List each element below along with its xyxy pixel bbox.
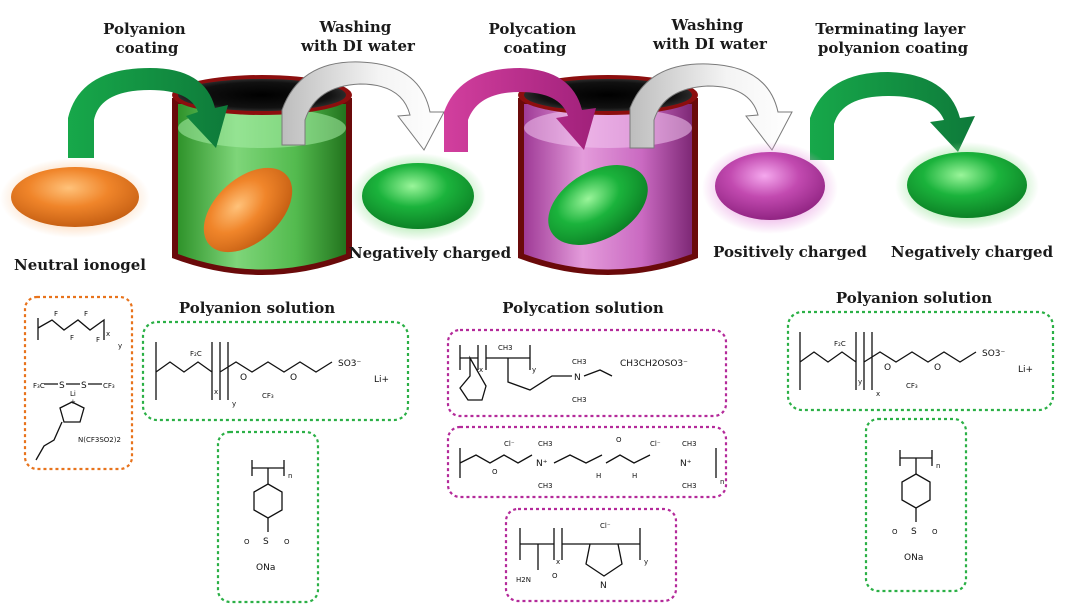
svg-text:F₂C: F₂C [190,350,202,358]
svg-text:O: O [934,363,941,373]
disc-in-beaker-green [548,165,648,245]
svg-text:N⁺: N⁺ [536,459,548,469]
svg-text:y: y [232,400,236,408]
svg-text:S: S [59,381,65,391]
svg-text:O: O [884,363,891,373]
svg-text:Cl⁻: Cl⁻ [600,522,611,530]
svg-text:CH3: CH3 [682,440,697,448]
ionogel-structure-box: F F F F x y F₃C S S CF₃ Li + N(CF3SO2)2 [23,295,134,471]
svg-text:CH3: CH3 [538,482,553,490]
svg-text:y: y [858,378,862,386]
state-negative-2-label: Negatively charged [891,243,1054,261]
polycation-structure-2: O Cl⁻ N⁺ CH3 CH3 H O H Cl⁻ N⁺ CH3 CH3 n [446,425,728,499]
svg-text:Li+: Li+ [374,375,389,385]
svg-text:H: H [632,472,637,480]
arrow-washing-2 [629,63,793,151]
svg-text:CF₃: CF₃ [262,392,274,400]
beaker-polycation [518,75,698,275]
svg-text:x: x [214,388,218,396]
svg-text:n: n [288,472,292,480]
state-positive-label: Positively charged [713,243,867,261]
svg-text:n: n [720,478,724,486]
disc-in-beaker-orange [203,167,293,253]
svg-text:N(CF3SO2)2: N(CF3SO2)2 [78,436,121,444]
solution-polyanion-1-label: Polyanion solution [179,299,335,317]
svg-text:ONa: ONa [256,563,275,573]
svg-text:N⁺: N⁺ [680,459,692,469]
disc-positive [715,152,825,220]
svg-text:ONa: ONa [904,553,923,563]
svg-text:O: O [932,528,938,536]
svg-text:CH3CH2OSO3⁻: CH3CH2OSO3⁻ [620,359,688,369]
arrow-terminating-coating [810,72,975,160]
state-negative-1-label: Negatively charged [349,244,512,262]
svg-text:Cl⁻: Cl⁻ [504,440,515,448]
svg-text:SO3⁻: SO3⁻ [338,359,362,369]
svg-text:n: n [936,462,940,470]
disc-negative-1 [362,163,474,229]
svg-text:CF₃: CF₃ [906,382,918,390]
svg-text:O: O [492,468,498,476]
polyanion-structure-pss-1: n S O O ONa [216,430,320,604]
arrow-polycation-coating [444,68,596,152]
polycation-structure-1: x y CH3 N CH3 CH3 CH3CH2OSO3⁻ [446,328,728,418]
svg-text:F₂C: F₂C [834,340,846,348]
svg-text:CH3: CH3 [682,482,697,490]
disc-negative-2 [907,152,1027,218]
svg-text:CH3: CH3 [498,344,513,352]
svg-text:+: + [70,398,76,406]
svg-text:Li: Li [70,390,76,398]
svg-text:F: F [54,310,58,318]
polyanion-structure-pss-2: n S O O ONa [864,417,968,593]
svg-text:CF₃: CF₃ [103,382,115,390]
svg-text:F: F [96,336,100,344]
svg-text:x: x [106,330,110,338]
svg-text:CH3: CH3 [538,440,553,448]
svg-text:H2N: H2N [516,576,531,584]
svg-text:x: x [479,366,483,374]
svg-text:O: O [552,572,558,580]
svg-text:O: O [284,538,290,546]
svg-text:S: S [911,527,917,537]
svg-text:SO3⁻: SO3⁻ [982,349,1006,359]
svg-text:O: O [244,538,250,546]
step-washing-1-label: Washing with DI water [300,18,416,55]
step-polycation-coating-label: Polycation coating [489,20,582,57]
svg-text:F: F [70,334,74,342]
step-terminating-label: Terminating layer polyanion coating [815,20,970,57]
svg-text:O: O [290,373,297,383]
svg-text:H: H [596,472,601,480]
solution-polycation-label: Polycation solution [502,299,664,317]
step-washing-2-label: Washing with DI water [652,16,768,53]
svg-text:CH3: CH3 [572,358,587,366]
svg-text:O: O [616,436,622,444]
disc-neutral-ionogel [11,167,139,227]
svg-text:CH3: CH3 [572,396,587,404]
svg-text:Cl⁻: Cl⁻ [650,440,661,448]
arrow-washing-1 [281,61,445,151]
solution-polyanion-2-label: Polyanion solution [836,289,992,307]
step-polyanion-coating-label: Polyanion coating [103,20,191,57]
svg-text:Li+: Li+ [1018,365,1033,375]
polyanion-structure-nafion-2: F₂C y O O CF₃ SO3⁻ Li+ x [786,310,1055,412]
svg-text:y: y [644,558,648,566]
svg-text:F: F [84,310,88,318]
svg-text:O: O [892,528,898,536]
svg-text:S: S [81,381,87,391]
polyanion-structure-nafion-1: F₂C x O O CF₃ SO3⁻ Li+ y [141,320,410,422]
svg-text:O: O [240,373,247,383]
svg-text:F₃C: F₃C [33,382,45,390]
svg-text:N: N [574,373,581,383]
svg-text:N: N [600,581,607,591]
polycation-structure-3: x y Cl⁻ H2N O N [504,507,678,603]
svg-text:y: y [118,342,122,350]
svg-text:x: x [556,558,560,566]
svg-text:x: x [876,390,880,398]
arrow-polyanion-coating [68,68,228,158]
svg-text:y: y [532,366,536,374]
state-neutral-label: Neutral ionogel [14,256,146,274]
svg-text:S: S [263,537,269,547]
